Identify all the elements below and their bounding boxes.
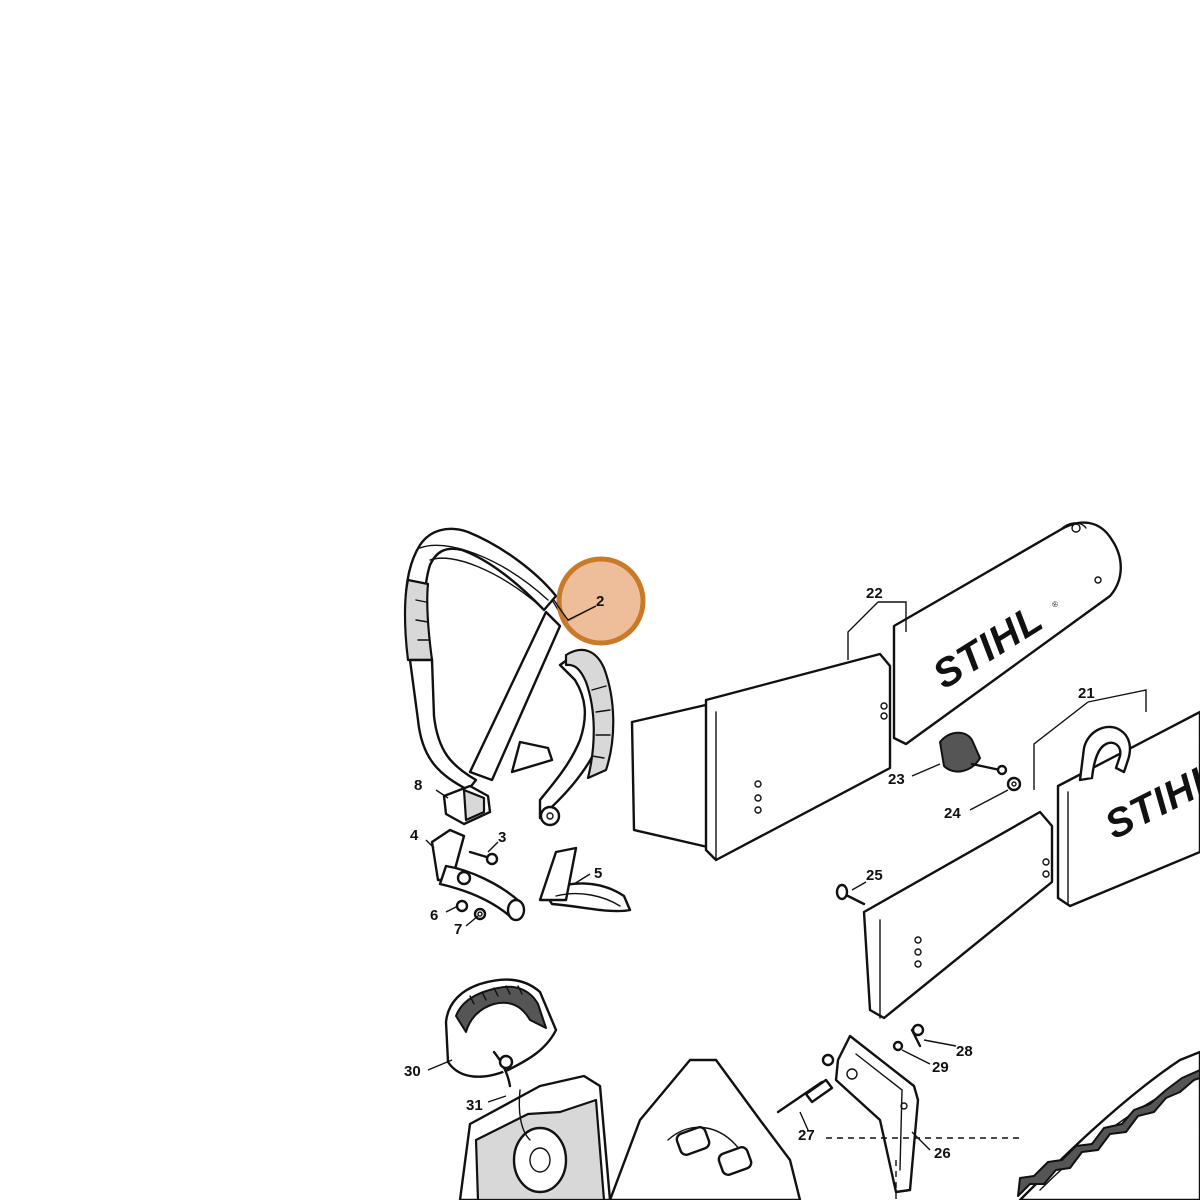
tension-knob[interactable] bbox=[939, 731, 1008, 776]
callout-2[interactable]: 2 bbox=[596, 593, 604, 610]
registered-mark-22: ® bbox=[1050, 599, 1060, 610]
highlight-ring[interactable] bbox=[556, 556, 646, 646]
callout-3[interactable]: 3 bbox=[498, 829, 506, 846]
callout-30[interactable]: 30 bbox=[404, 1063, 421, 1080]
callout-21[interactable]: 21 bbox=[1078, 685, 1095, 702]
screw-28[interactable] bbox=[910, 1023, 925, 1048]
callout-25[interactable]: 25 bbox=[866, 867, 883, 884]
washer-6[interactable] bbox=[455, 899, 469, 913]
callout-22[interactable]: 22 bbox=[866, 585, 883, 602]
clamp-block[interactable] bbox=[442, 784, 492, 826]
nut[interactable] bbox=[821, 1053, 835, 1067]
front-handle-bar[interactable] bbox=[403, 527, 615, 827]
callout-2-leader bbox=[553, 599, 597, 621]
callout-29[interactable]: 29 bbox=[932, 1059, 949, 1076]
callout-5[interactable]: 5 bbox=[594, 865, 602, 882]
callout-31[interactable]: 31 bbox=[466, 1097, 483, 1114]
cover-plate[interactable] bbox=[862, 810, 1054, 1020]
callout-8[interactable]: 8 bbox=[414, 777, 422, 794]
callout-4[interactable]: 4 bbox=[410, 827, 419, 844]
screw-3[interactable] bbox=[468, 850, 499, 866]
rear-handle[interactable] bbox=[444, 978, 558, 1088]
pin-27[interactable] bbox=[776, 1078, 834, 1114]
chain-cover-21[interactable]: STIHL bbox=[1056, 710, 1200, 908]
curved-bumper[interactable] bbox=[538, 846, 632, 913]
starter-housing[interactable] bbox=[458, 1074, 612, 1200]
washer-29[interactable] bbox=[892, 1040, 904, 1052]
callout-27[interactable]: 27 bbox=[798, 1127, 815, 1144]
callout-23[interactable]: 23 bbox=[888, 771, 905, 788]
mounting-bracket[interactable] bbox=[430, 828, 526, 922]
callout-26[interactable]: 26 bbox=[934, 1145, 951, 1162]
chain-cover-22[interactable]: STIHL ® bbox=[630, 521, 1122, 862]
washer-24[interactable] bbox=[1006, 776, 1022, 792]
saw-chain bbox=[1017, 1050, 1200, 1200]
callout-7[interactable]: 7 bbox=[454, 921, 462, 938]
callout-24[interactable]: 24 bbox=[944, 805, 961, 822]
chain-catcher-bracket[interactable] bbox=[834, 1034, 920, 1194]
engine-housing bbox=[608, 1058, 802, 1200]
screw-25[interactable] bbox=[835, 883, 866, 906]
callout-28[interactable]: 28 bbox=[956, 1043, 973, 1060]
callout-6[interactable]: 6 bbox=[430, 907, 438, 924]
assembly-lines bbox=[826, 1137, 1020, 1200]
